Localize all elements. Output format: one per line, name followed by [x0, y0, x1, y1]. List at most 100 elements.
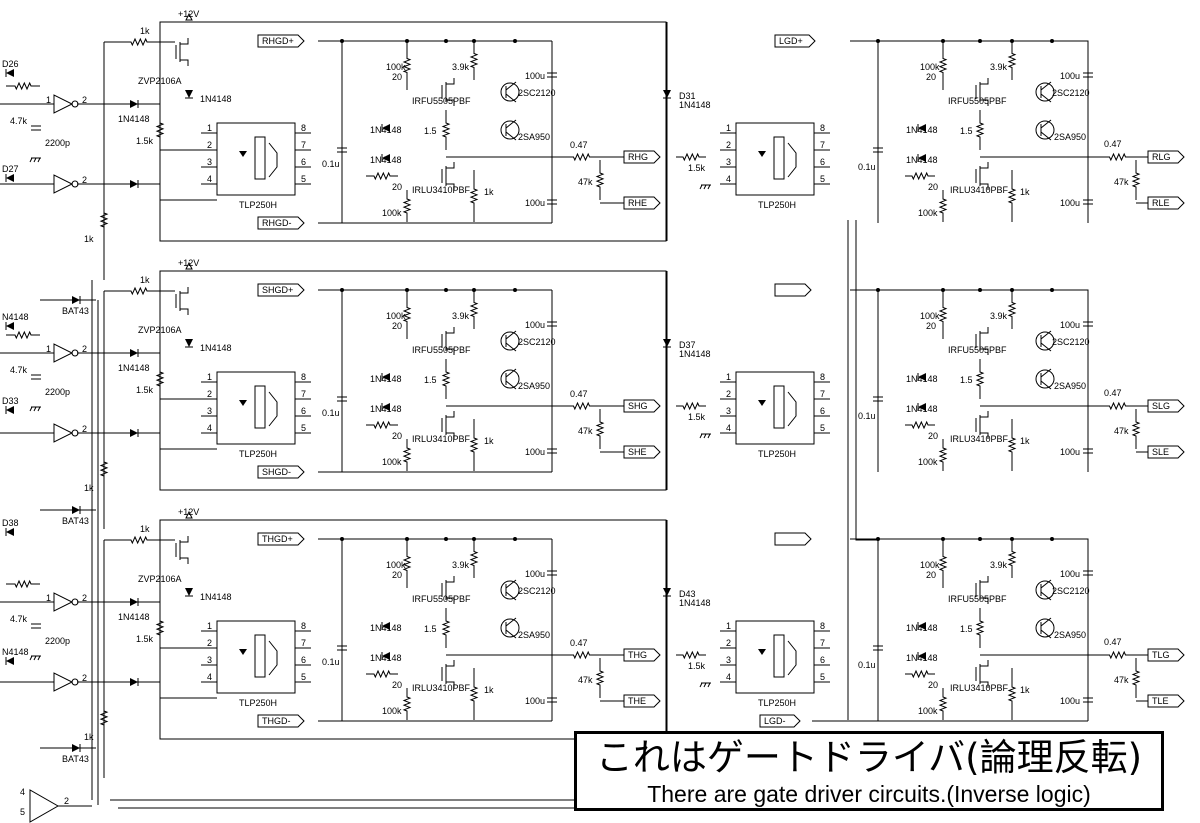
diode-label: 1N4148: [679, 598, 711, 608]
resistor: [402, 439, 412, 471]
resistor: [155, 110, 165, 150]
transistor: [1035, 580, 1055, 600]
net-hgd-minus: [257, 216, 305, 230]
diode-label: 1N4148: [370, 653, 402, 663]
opto-pin-number: 1: [726, 621, 731, 631]
opto-pin-number: 3: [726, 406, 731, 416]
wire: [1040, 380, 1052, 390]
wire: [1040, 81, 1052, 91]
junction-dot: [978, 537, 982, 541]
resistor-label: 1k: [1020, 187, 1030, 197]
resistor-label: 1.5k: [688, 661, 706, 671]
resistor: [1007, 41, 1017, 80]
resistor: [565, 401, 598, 411]
resistor-label: 20: [392, 72, 402, 82]
resistor-label: 1k: [84, 732, 94, 742]
wire: [446, 348, 455, 355]
wire: [1040, 93, 1052, 103]
supply-label: +12V: [178, 9, 199, 19]
capacitor-label: 100u: [525, 696, 545, 706]
inverter-pin: 2: [82, 424, 87, 434]
capacitor-label: 100u: [1060, 320, 1080, 330]
opto-pin-number: 7: [301, 389, 306, 399]
resistor-label: 1k: [484, 436, 494, 446]
supply-label: +12V: [178, 507, 199, 517]
resistor: [469, 290, 479, 329]
resistor-label: 1.5: [424, 126, 437, 136]
net-hgd-minus-text: THGD-: [262, 716, 291, 726]
wire: [980, 597, 989, 604]
resistor-label: 1.5k: [688, 412, 706, 422]
opto-pin-number: 6: [820, 655, 825, 665]
opto-pin-number: 8: [301, 123, 306, 133]
diode: [130, 429, 138, 437]
opto-pin-number: 4: [207, 423, 212, 433]
fet-label: IRFU5505PBF: [412, 96, 471, 106]
opto-led: [758, 151, 766, 157]
resistor-label: 0.47: [1104, 139, 1122, 149]
wire: [980, 348, 989, 355]
pmos-label: ZVP2106A: [138, 325, 182, 335]
net-lgd-minus-text: LGD-: [764, 716, 786, 726]
wire: [1040, 617, 1052, 627]
wire: [980, 660, 989, 667]
wire: [980, 99, 989, 106]
opto-pin-number: 4: [726, 672, 731, 682]
diode-label: 1N4148: [906, 374, 938, 384]
transistor-label: 2SA950: [518, 381, 550, 391]
resistor-label: 20: [928, 680, 938, 690]
opto-label: TLP250H: [239, 698, 277, 708]
opto-pin-number: 2: [207, 389, 212, 399]
capacitor-label: 100u: [1060, 198, 1080, 208]
optocoupler: [735, 122, 815, 196]
wire: [980, 576, 989, 583]
net-low-gate-text: SLG: [1152, 401, 1170, 411]
resistor: [595, 409, 605, 449]
resistor: [99, 200, 109, 240]
opto-pin-number: 8: [820, 621, 825, 631]
transistor-label: 2SC2120: [1052, 586, 1090, 596]
diode: [382, 622, 390, 630]
resistor: [6, 579, 40, 589]
opamp-pin: 4: [20, 787, 25, 797]
resistor: [1100, 152, 1135, 162]
opamp-pin: 2: [64, 796, 69, 806]
diode: [185, 339, 193, 347]
inverter: [53, 592, 74, 612]
optocoupler: [216, 371, 296, 445]
wire: [446, 99, 455, 106]
junction-dot: [1050, 39, 1054, 43]
capacitor-label: 100u: [525, 447, 545, 457]
wire: [180, 59, 189, 66]
opto-pin-number: 7: [301, 140, 306, 150]
supply-arrow: [185, 510, 193, 519]
wire: [268, 391, 278, 427]
resistor-label: 3.9k: [452, 62, 470, 72]
resistor-label: 20: [926, 72, 936, 82]
caption-japanese: これはゲートドライバ(論理反転): [595, 736, 1143, 779]
left-diode-ref: N4148: [2, 312, 29, 322]
wire: [77, 183, 217, 201]
transistor: [500, 331, 520, 351]
opto-pin-number: 5: [820, 423, 825, 433]
diode-label: 1N4148: [370, 155, 402, 165]
diode-label: 1N4148: [906, 155, 938, 165]
resistor: [595, 658, 605, 698]
resistor: [441, 359, 451, 399]
schottky-label: BAT43: [62, 516, 89, 526]
resistor: [1131, 409, 1141, 449]
resistor: [469, 539, 479, 578]
opto-pin-number: 8: [301, 621, 306, 631]
diode: [185, 588, 193, 596]
junction-dot: [513, 39, 517, 43]
wire: [1040, 342, 1052, 352]
wire: [446, 411, 455, 418]
wire: [446, 681, 455, 688]
capacitor-label: 2200p: [45, 387, 70, 397]
opto-led: [239, 649, 247, 655]
wire: [446, 660, 455, 667]
net-high-gate-text: THG: [628, 650, 647, 660]
resistor-label: 47k: [1114, 675, 1129, 685]
resistor: [938, 190, 948, 222]
net-low-gate: [1147, 150, 1185, 164]
